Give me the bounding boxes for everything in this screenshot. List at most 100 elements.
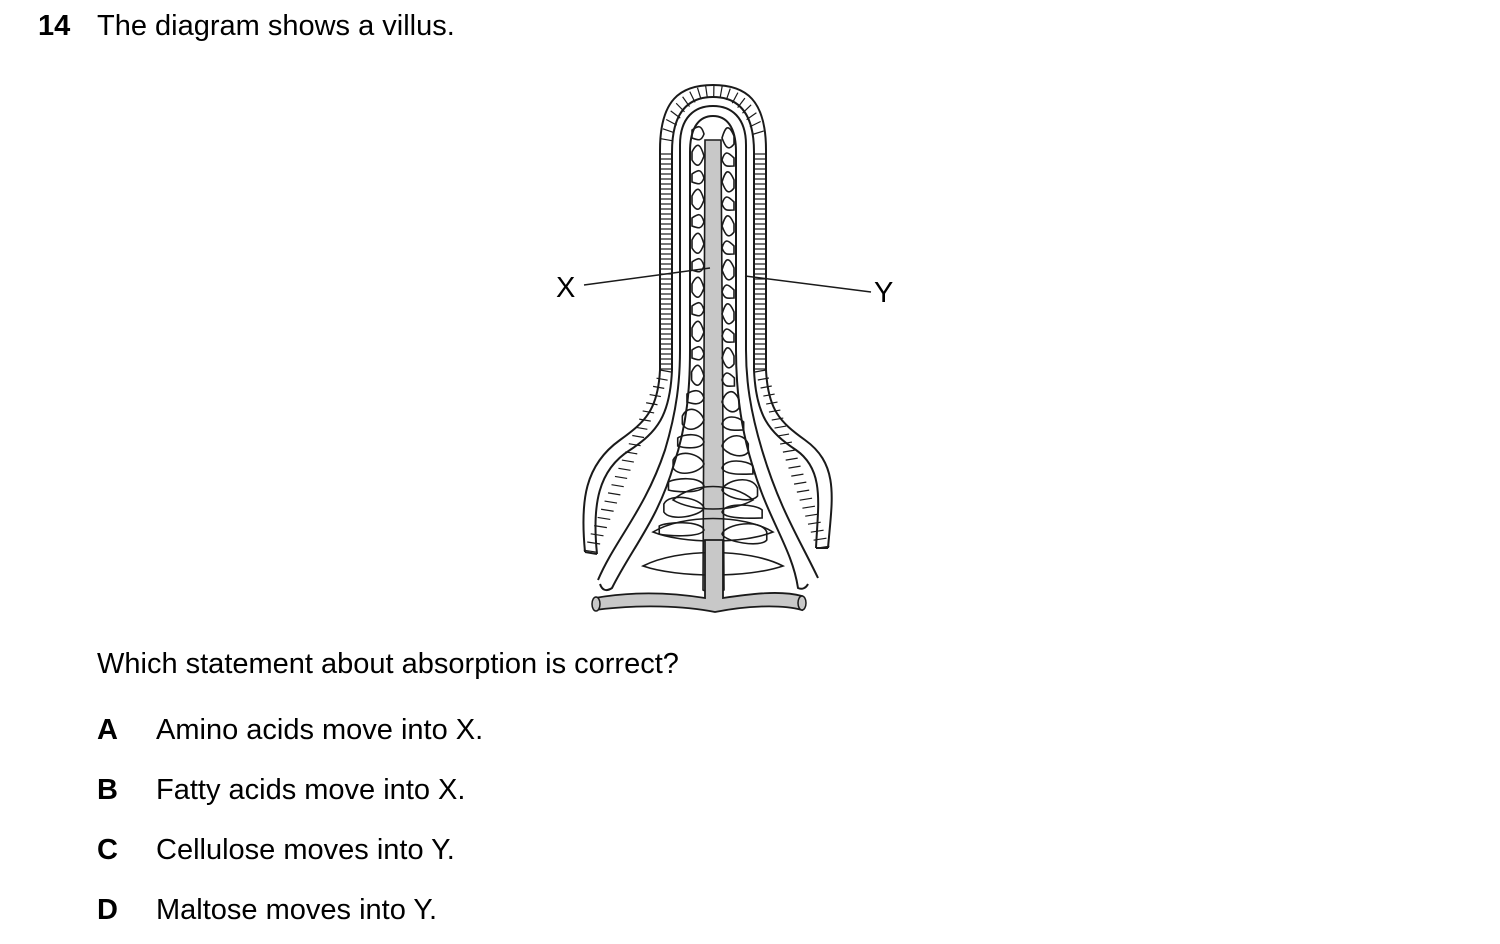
label-y: Y	[874, 277, 893, 309]
epithelium-cell-tick	[793, 481, 807, 485]
villus-core-boundary	[597, 104, 819, 592]
capillary-loop	[721, 303, 735, 325]
epithelium-cell-tick	[590, 533, 604, 537]
epithelium-cell-tick	[731, 92, 739, 104]
capillary-loop	[721, 284, 735, 300]
epithelium-cell-tick	[628, 443, 641, 447]
epithelium-cell-tick	[774, 425, 787, 429]
option-text: Fatty acids move into X.	[156, 774, 466, 806]
epithelium-cell-tick	[796, 489, 810, 493]
epithelium-cell-tick	[614, 475, 628, 480]
capillary-loop	[721, 127, 735, 149]
capillary-loop	[721, 215, 735, 237]
epithelium-cell-tick	[646, 402, 658, 406]
epithelium-cell-tick	[768, 409, 781, 413]
epithelium-cell-tick	[757, 377, 769, 381]
epithelium-cell-tick	[725, 88, 731, 101]
epithelium-cell-tick	[656, 377, 668, 381]
epithelium-cell-tick	[766, 401, 778, 405]
question-stem: The diagram shows a villus.	[97, 10, 455, 42]
option-letter: B	[97, 774, 118, 806]
epithelium-cell-tick	[625, 451, 638, 455]
capillary-loop	[721, 347, 735, 369]
epithelium-cell-tick	[816, 545, 830, 549]
capillary-loop	[691, 144, 705, 167]
epithelium-cell-tick	[639, 418, 651, 422]
epithelium-cell-tick	[659, 369, 672, 373]
epithelium-cell-tick	[675, 102, 685, 113]
capillary-loop	[691, 257, 705, 273]
basal-blood-vessel	[591, 539, 807, 613]
capillary-loop	[691, 188, 705, 211]
epithelium-cell-tick	[705, 85, 708, 98]
epithelium-cell-tick	[621, 459, 634, 463]
epithelium-cell-tick	[799, 497, 813, 501]
capillary-loop	[691, 125, 705, 141]
capillary-loop	[721, 196, 735, 212]
epithelium-cell-tick	[682, 96, 690, 107]
epithelium-cell-tick	[604, 500, 618, 504]
capillary-loop	[721, 259, 735, 281]
epithelium-cell-tick	[760, 385, 772, 389]
epithelium-cell-tick	[807, 521, 821, 525]
lacteal	[702, 139, 725, 593]
capillary-loop	[691, 301, 705, 317]
capillary-loop	[721, 328, 735, 344]
epithelium-cell-tick	[813, 537, 827, 541]
option-letter: A	[97, 714, 118, 746]
capillary-loop	[721, 504, 763, 520]
capillary-loop	[691, 232, 705, 255]
villus-diagram: X Y	[556, 83, 893, 613]
epithelium-cell-tick	[662, 128, 675, 134]
epithelium-cell-tick	[805, 513, 818, 517]
epithelium-cell-tick	[780, 441, 793, 445]
epithelium-cell-tick	[642, 410, 655, 414]
capillary-loop	[658, 521, 705, 537]
epithelium-cell-tick	[802, 505, 816, 509]
epithelium-cell-tick	[597, 516, 611, 521]
epithelium-cell-tick	[810, 529, 824, 533]
capillary-loop	[651, 517, 775, 542]
epithelium-cell-tick	[594, 525, 607, 529]
epithelium-cell-tick	[763, 393, 775, 397]
option-letter: C	[97, 834, 118, 866]
epithelium-cell-tick	[652, 385, 665, 389]
capillary-loop	[691, 345, 705, 361]
epithelium-cell-tick	[737, 97, 746, 109]
epithelium-cell-tick	[719, 85, 723, 98]
epithelium-cell-tick	[782, 449, 795, 453]
epithelium-cell-tick	[601, 508, 614, 512]
option-text: Maltose moves into Y.	[156, 894, 438, 926]
epithelium-cells	[583, 84, 830, 553]
capillary-loop	[691, 276, 705, 299]
epithelium-cell-tick	[670, 110, 681, 119]
capillary-loop	[691, 169, 705, 185]
epithelium-cell-tick	[749, 120, 761, 128]
capillary-loop	[667, 477, 705, 493]
epithelium-cell-tick	[635, 426, 648, 430]
epithelium-cell-tick	[777, 433, 790, 437]
epithelium-cell-tick	[785, 457, 798, 461]
option-letter: D	[97, 894, 118, 926]
label-x: X	[556, 272, 575, 304]
epithelium-cell-tick	[587, 541, 601, 545]
option-text: Cellulose moves into Y.	[156, 834, 455, 866]
question-prompt: Which statement about absorption is corr…	[97, 648, 679, 680]
capillary-loop	[721, 391, 740, 413]
epithelium-cell-tick	[665, 118, 678, 126]
capillary-loop	[721, 171, 735, 193]
capillary-loop	[721, 435, 750, 457]
capillary-loop	[691, 320, 705, 343]
epithelium-cell-tick	[788, 465, 801, 469]
epithelium-cell-tick	[583, 549, 597, 553]
question-number: 14	[38, 10, 71, 42]
capillary-loop	[721, 152, 735, 168]
epithelium-cell-tick	[746, 112, 757, 121]
capillary-loop	[721, 479, 759, 501]
epithelium-cell-tick	[752, 130, 764, 136]
capillary-loop	[690, 364, 705, 387]
capillary-loop	[671, 485, 755, 510]
epithelium-cell-tick	[632, 434, 645, 439]
epithelium-cell-tick	[689, 91, 696, 103]
capillary-loop	[640, 551, 786, 576]
